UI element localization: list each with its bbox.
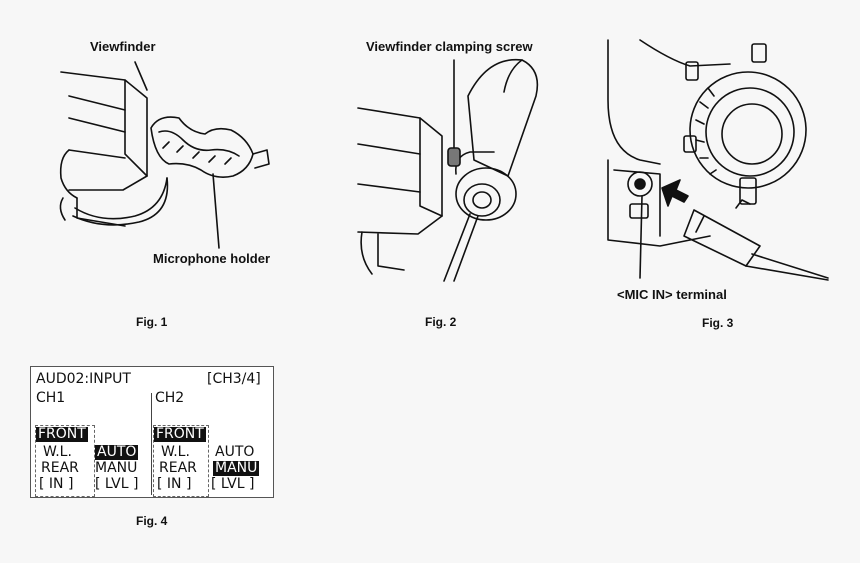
ch1-lvl-option[interactable]: [ LVL ] (95, 476, 139, 492)
ch2-auto-option[interactable]: AUTO (215, 444, 255, 460)
ch1-manu-option[interactable]: MANU (95, 460, 138, 476)
ch1-input-select-box (35, 425, 95, 497)
menu-title: AUD02:INPUT (36, 371, 131, 387)
ch2-label: CH2 (155, 390, 185, 406)
ch1-auto-option[interactable]: AUTO (95, 444, 139, 460)
ch1-wl-option[interactable]: W.L. (43, 444, 72, 460)
fig3-mic-in-illustration (600, 40, 832, 280)
clamping-screw-callout: Viewfinder clamping screw (366, 39, 533, 54)
ch2-manu-option[interactable]: MANU (213, 460, 260, 476)
ch2-in-option[interactable]: [ IN ] (157, 476, 192, 492)
ch1-in-option[interactable]: [ IN ] (39, 476, 74, 492)
channel-divider (151, 393, 152, 495)
channel-tag: [CH3/4] (207, 371, 261, 387)
fig2-caption: Fig. 2 (425, 315, 457, 329)
microphone-holder-callout: Microphone holder (153, 251, 270, 266)
fig1-viewfinder-illustration (55, 58, 285, 248)
fig3-caption: Fig. 3 (702, 316, 734, 330)
ch2-input-select-box (153, 425, 209, 497)
mic-in-terminal-callout: <MIC IN> terminal (617, 287, 727, 302)
fig4-caption: Fig. 4 (136, 514, 168, 528)
ch2-wl-option[interactable]: W.L. (161, 444, 190, 460)
ch1-front-option[interactable]: FRONT (36, 426, 88, 442)
ch1-label: CH1 (36, 390, 66, 406)
ch1-rear-option[interactable]: REAR (41, 460, 79, 476)
ch2-front-option[interactable]: FRONT (154, 426, 206, 442)
audio-input-menu-display: AUD02:INPUT [CH3/4] CH1 CH2 FRONT W.L. R… (30, 366, 274, 498)
fig2-microphone-illustration (358, 56, 558, 281)
ch2-rear-option[interactable]: REAR (159, 460, 197, 476)
ch2-lvl-option[interactable]: [ LVL ] (211, 476, 255, 492)
fig1-caption: Fig. 1 (136, 315, 168, 329)
viewfinder-callout: Viewfinder (90, 39, 156, 54)
